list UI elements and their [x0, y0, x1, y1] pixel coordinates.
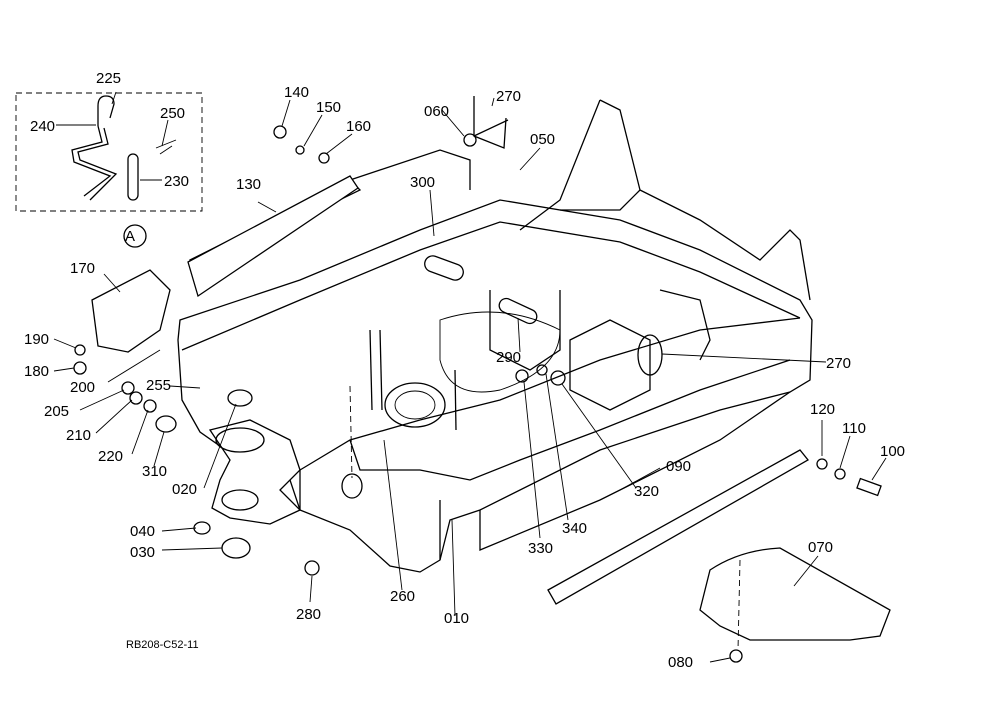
callout-020: 020 [172, 481, 197, 498]
callout-270-top: 270 [496, 88, 521, 105]
callout-270-right: 270 [826, 355, 851, 372]
callout-040: 040 [130, 523, 155, 540]
callout-120: 120 [810, 401, 835, 418]
callout-225: 225 [96, 70, 121, 87]
callout-230: 230 [164, 173, 189, 190]
callout-330: 330 [528, 540, 553, 557]
callout-180: 180 [24, 363, 49, 380]
callout-050: 050 [530, 131, 555, 148]
callout-200: 200 [70, 379, 95, 396]
callout-240: 240 [30, 118, 55, 135]
main-frame [73, 96, 891, 663]
callout-100: 100 [880, 443, 905, 460]
callout-070: 070 [808, 539, 833, 556]
callout-205: 205 [44, 403, 69, 420]
callout-210: 210 [66, 427, 91, 444]
callout-150: 150 [316, 99, 341, 116]
callout-160: 160 [346, 118, 371, 135]
callout-140: 140 [284, 84, 309, 101]
callouts: 225 240 250 230 A 140 150 160 130 060 27… [24, 70, 905, 671]
callout-220: 220 [98, 448, 123, 465]
callout-255: 255 [146, 377, 171, 394]
callout-060: 060 [424, 103, 449, 120]
callout-310: 310 [142, 463, 167, 480]
callout-340: 340 [562, 520, 587, 537]
callout-030: 030 [130, 544, 155, 561]
callout-170: 170 [70, 260, 95, 277]
callout-090: 090 [666, 458, 691, 475]
callout-280: 280 [296, 606, 321, 623]
callout-320: 320 [634, 483, 659, 500]
detail-marker-a: A [125, 228, 135, 245]
callout-110: 110 [842, 420, 866, 437]
callout-080: 080 [668, 654, 693, 671]
figure-reference: RB208-C52-11 [126, 639, 199, 651]
leader-lines [53, 97, 887, 663]
callout-300: 300 [410, 174, 435, 191]
callout-290: 290 [496, 349, 521, 366]
callout-010: 010 [444, 610, 469, 627]
callout-250: 250 [160, 105, 185, 122]
callout-130: 130 [236, 176, 261, 193]
callout-260: 260 [390, 588, 415, 605]
detail-box-a [15, 91, 203, 248]
callout-190: 190 [24, 331, 49, 348]
